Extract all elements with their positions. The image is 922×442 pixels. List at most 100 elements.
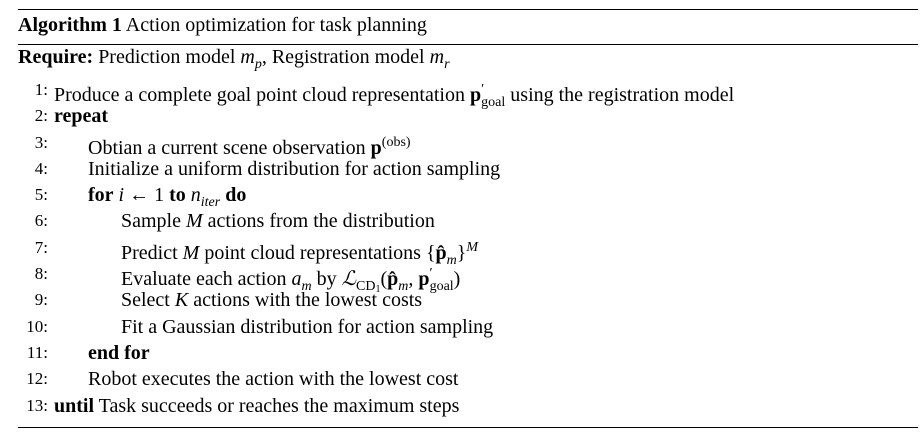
do-keyword: do bbox=[225, 184, 247, 207]
loop-variable: i bbox=[118, 184, 125, 207]
algorithm-line-2: 2: repeat bbox=[18, 103, 918, 129]
line-text: Sample bbox=[121, 210, 186, 233]
line-text: actions with the lowest costs bbox=[188, 289, 423, 312]
comma: , bbox=[408, 268, 419, 291]
for-keyword: for bbox=[88, 184, 114, 207]
goal-point-cloud-symbol: p bbox=[469, 84, 482, 106]
line-text: Evaluate each action bbox=[121, 268, 292, 291]
until-keyword: until bbox=[54, 394, 95, 417]
repeat-keyword: repeat bbox=[54, 105, 109, 128]
assign-arrow: ← 1 bbox=[124, 184, 170, 207]
line-content: Predict M point cloud representations {p… bbox=[121, 235, 478, 274]
top-rule bbox=[18, 9, 918, 10]
algorithm-line-9: 9: Select K actions with the lowest cost… bbox=[18, 287, 918, 313]
line-number: 7: bbox=[34, 237, 48, 257]
algorithm-line-6: 6: Sample M actions from the distributio… bbox=[18, 208, 918, 234]
line-content: Produce a complete goal point cloud repr… bbox=[54, 77, 734, 116]
prediction-model-symbol: mp bbox=[240, 46, 261, 72]
predicted-cloud-symbol: p̂ bbox=[435, 241, 447, 264]
line-content: until Task succeeds or reaches the maxim… bbox=[54, 393, 459, 419]
set-superscript: M bbox=[466, 239, 479, 255]
require-keyword: Require: bbox=[18, 46, 94, 68]
goal-point-cloud-symbol: p bbox=[418, 268, 430, 291]
obs-superscript: (obs) bbox=[381, 134, 411, 150]
line-content: Select K actions with the lowest costs bbox=[121, 287, 422, 313]
algorithm-lines: 1: Produce a complete goal point cloud r… bbox=[18, 77, 918, 419]
line-text: Select bbox=[121, 289, 175, 312]
line-text: Obtian a current scene observation bbox=[88, 136, 371, 159]
algorithm-line-3: 3: Obtian a current scene observation p(… bbox=[18, 130, 918, 159]
algorithm-line-5: 5: for i ← 1 to niter do bbox=[18, 182, 918, 210]
registration-model-sub: r bbox=[444, 57, 450, 72]
algorithm-line-10: 10: Fit a Gaussian distribution for acti… bbox=[18, 314, 918, 340]
algorithm-line-12: 12: Robot executes the action with the l… bbox=[18, 366, 918, 392]
action-sub: m bbox=[301, 279, 312, 295]
algorithm-line-4: 4: Initialize a uniform distribution for… bbox=[18, 156, 918, 182]
line-text: by bbox=[311, 268, 342, 291]
caption-rule bbox=[18, 44, 918, 45]
line-content: Obtian a current scene observation p(obs… bbox=[88, 130, 411, 161]
predicted-cloud-symbol: p̂ bbox=[387, 268, 399, 291]
prime-mark: ′ bbox=[429, 266, 433, 282]
line-number: 4: bbox=[34, 158, 48, 178]
iteration-count-sub: iter bbox=[200, 195, 221, 211]
loss-sub-index: 1 bbox=[375, 284, 381, 296]
line-number: 6: bbox=[34, 211, 48, 231]
line-number: 1: bbox=[34, 80, 48, 99]
algorithm-label: Algorithm 1 bbox=[18, 14, 122, 36]
goal-subscript: goal bbox=[429, 279, 454, 295]
bottom-rule bbox=[18, 426, 918, 428]
action-symbol: a bbox=[291, 268, 302, 291]
line-text: Task succeeds or reaches the maximum ste… bbox=[94, 394, 460, 417]
iteration-count-base: n bbox=[190, 184, 201, 207]
line-text: using the registration model bbox=[505, 84, 735, 106]
algorithm-block: Algorithm 1 Action optimization for task… bbox=[18, 9, 918, 428]
require-text-2: , Registration model bbox=[261, 46, 430, 68]
line-text: Produce a complete goal point cloud repr… bbox=[54, 84, 470, 106]
require-line: Require: Prediction model mp, Registrati… bbox=[18, 45, 918, 77]
line-number: 9: bbox=[34, 290, 48, 310]
line-content: for i ← 1 to niter do bbox=[88, 182, 246, 216]
paren-open: ( bbox=[380, 268, 388, 291]
algorithm-caption: Algorithm 1 Action optimization for task… bbox=[18, 10, 918, 38]
line-text: Initialize a uniform distribution for ac… bbox=[88, 157, 501, 180]
algorithm-line-11: 11: end for bbox=[18, 340, 918, 366]
line-number: 5: bbox=[34, 185, 48, 205]
algorithm-line-1: 1: Produce a complete goal point cloud r… bbox=[18, 77, 918, 110]
line-text: Robot executes the action with the lowes… bbox=[88, 368, 459, 391]
line-text: Predict bbox=[121, 241, 183, 264]
sample-count-symbol: M bbox=[186, 210, 203, 233]
prediction-model-sub: p bbox=[254, 57, 262, 72]
line-number: 2: bbox=[34, 106, 48, 126]
algorithm-line-13: 13: until Task succeeds or reaches the m… bbox=[18, 393, 918, 419]
loss-sub-text: CD bbox=[356, 279, 376, 295]
end-for-keyword: end for bbox=[88, 341, 150, 364]
paren-close: ) bbox=[453, 268, 461, 291]
line-number: 10: bbox=[26, 316, 48, 336]
goal-subscript: goal bbox=[481, 95, 506, 110]
prediction-model-base: m bbox=[240, 46, 255, 68]
prime-mark: ′ bbox=[481, 82, 485, 97]
registration-model-base: m bbox=[429, 46, 445, 68]
line-text: actions from the distribution bbox=[202, 210, 435, 233]
line-text: Fit a Gaussian distribution for action s… bbox=[121, 315, 494, 338]
to-keyword: to bbox=[169, 184, 186, 207]
line-content: Evaluate each action am by ℒCD1(p̂m, p′g… bbox=[121, 261, 460, 303]
algorithm-title: Action optimization for task planning bbox=[125, 14, 427, 36]
registration-model-symbol: mr bbox=[429, 46, 450, 72]
predicted-cloud-sub: m bbox=[446, 252, 457, 268]
predicted-cloud-sub: m bbox=[398, 279, 409, 295]
line-number: 13: bbox=[26, 395, 48, 415]
sample-count-symbol: M bbox=[182, 241, 200, 264]
line-number: 12: bbox=[26, 369, 48, 389]
algorithm-line-7: 7: Predict M point cloud representations… bbox=[18, 235, 918, 268]
line-content: Sample M actions from the distribution bbox=[121, 208, 435, 234]
observation-symbol: p bbox=[370, 136, 382, 159]
algorithm-line-8: 8: Evaluate each action am by ℒCD1(p̂m, … bbox=[18, 261, 918, 295]
line-number: 11: bbox=[26, 342, 48, 362]
require-text-1: Prediction model bbox=[98, 46, 241, 68]
top-k-symbol: K bbox=[174, 289, 189, 312]
loss-subscript: CD1 bbox=[356, 279, 381, 296]
loss-symbol: ℒ bbox=[341, 268, 356, 291]
line-number: 3: bbox=[34, 132, 48, 152]
